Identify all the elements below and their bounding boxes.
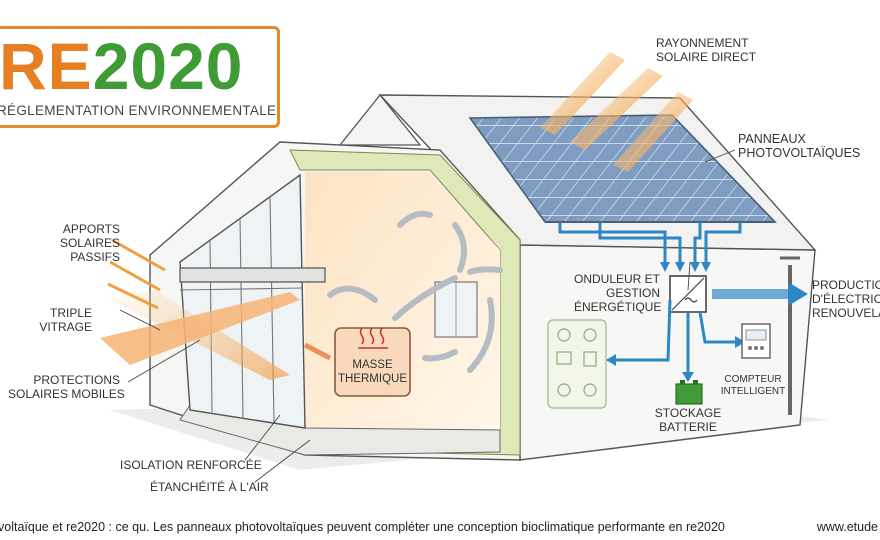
label-line: SOLAIRE DIRECT xyxy=(656,50,757,64)
label-line: RAYONNEMENT xyxy=(656,36,749,50)
label-line: TRIPLE xyxy=(49,306,92,320)
site-url: www.etude xyxy=(816,520,878,534)
ac-flows xyxy=(616,299,735,372)
label-line: BATTERIE xyxy=(659,420,717,434)
label-mobile-shading: PROTECTIONS SOLAIRES MOBILES xyxy=(8,373,125,401)
leader-lines xyxy=(119,149,736,483)
label-line: GESTION xyxy=(605,286,660,300)
label-insulation: ISOLATION RENFORCÉE xyxy=(120,458,262,472)
label-line: D'ÉLECTRICITÉ xyxy=(812,292,880,306)
label-solar-direct: RAYONNEMENT SOLAIRE DIRECT xyxy=(656,36,756,64)
label-line: STOCKAGE xyxy=(654,406,722,420)
label-line: SOLAIRES xyxy=(59,236,120,250)
smart-meter xyxy=(741,323,771,359)
label-line: ONDULEUR ET xyxy=(574,272,661,286)
label-line: ÉNERGÉTIQUE xyxy=(574,300,662,314)
battery xyxy=(675,383,703,405)
label-line: SOLAIRES MOBILES xyxy=(8,387,125,401)
label-line: APPORTS xyxy=(62,222,120,236)
logo-re: RE xyxy=(0,29,93,103)
label-line: MASSE xyxy=(352,359,393,371)
logo-year: 2020 xyxy=(92,29,244,103)
label-line: PASSIFS xyxy=(70,250,120,264)
appliances-panel xyxy=(547,319,607,409)
label-inverter: ONDULEUR ET GESTION ÉNERGÉTIQUE xyxy=(574,272,662,314)
label-line: PRODUCTION xyxy=(812,278,880,292)
label-thermal-mass: MASSE THERMIQUE xyxy=(335,358,410,386)
label-line: PROTECTIONS xyxy=(33,373,120,387)
logo-subtitle: RÉGLEMENTATION ENVIRONNEMENTALE xyxy=(0,103,277,118)
label-airtightness: ÉTANCHÉITÉ À L'AIR xyxy=(150,480,269,494)
label-line: PHOTOVOLTAÏQUES xyxy=(738,146,861,160)
label-line: PANNEAUX xyxy=(738,132,806,146)
label-renewable-production: PRODUCTION D'ÉLECTRICITÉ RENOUVELA xyxy=(812,278,880,320)
label-battery-storage: STOCKAGE BATTERIE xyxy=(648,406,728,434)
thermal-mass xyxy=(334,327,411,397)
label-passive-gains: APPORTS SOLAIRES PASSIFS xyxy=(36,222,120,264)
logo-title: RE2020 xyxy=(0,33,244,99)
label-line: VITRAGE xyxy=(39,320,92,334)
convection-arrows xyxy=(327,210,503,373)
re2020-logo: RE2020 RÉGLEMENTATION ENVIRONNEMENTALE xyxy=(0,26,280,128)
label-line: COMPTEUR xyxy=(724,374,782,385)
caption-text: voltaïque et re2020 : ce qu. Les panneau… xyxy=(0,520,725,534)
mobile-shade xyxy=(100,292,300,365)
direct-rays xyxy=(540,52,693,172)
label-line: INTELLIGENT xyxy=(720,386,786,397)
label-line: THERMIQUE xyxy=(338,373,407,385)
label-pv-panels: PANNEAUX PHOTOVOLTAÏQUES xyxy=(738,132,860,160)
label-line: RENOUVELA xyxy=(812,306,880,320)
solar-shade xyxy=(179,267,326,283)
label-smart-meter: COMPTEUR INTELLIGENT xyxy=(718,374,788,398)
dc-wires xyxy=(558,222,742,262)
label-triple-glazing: TRIPLE VITRAGE xyxy=(36,306,92,334)
